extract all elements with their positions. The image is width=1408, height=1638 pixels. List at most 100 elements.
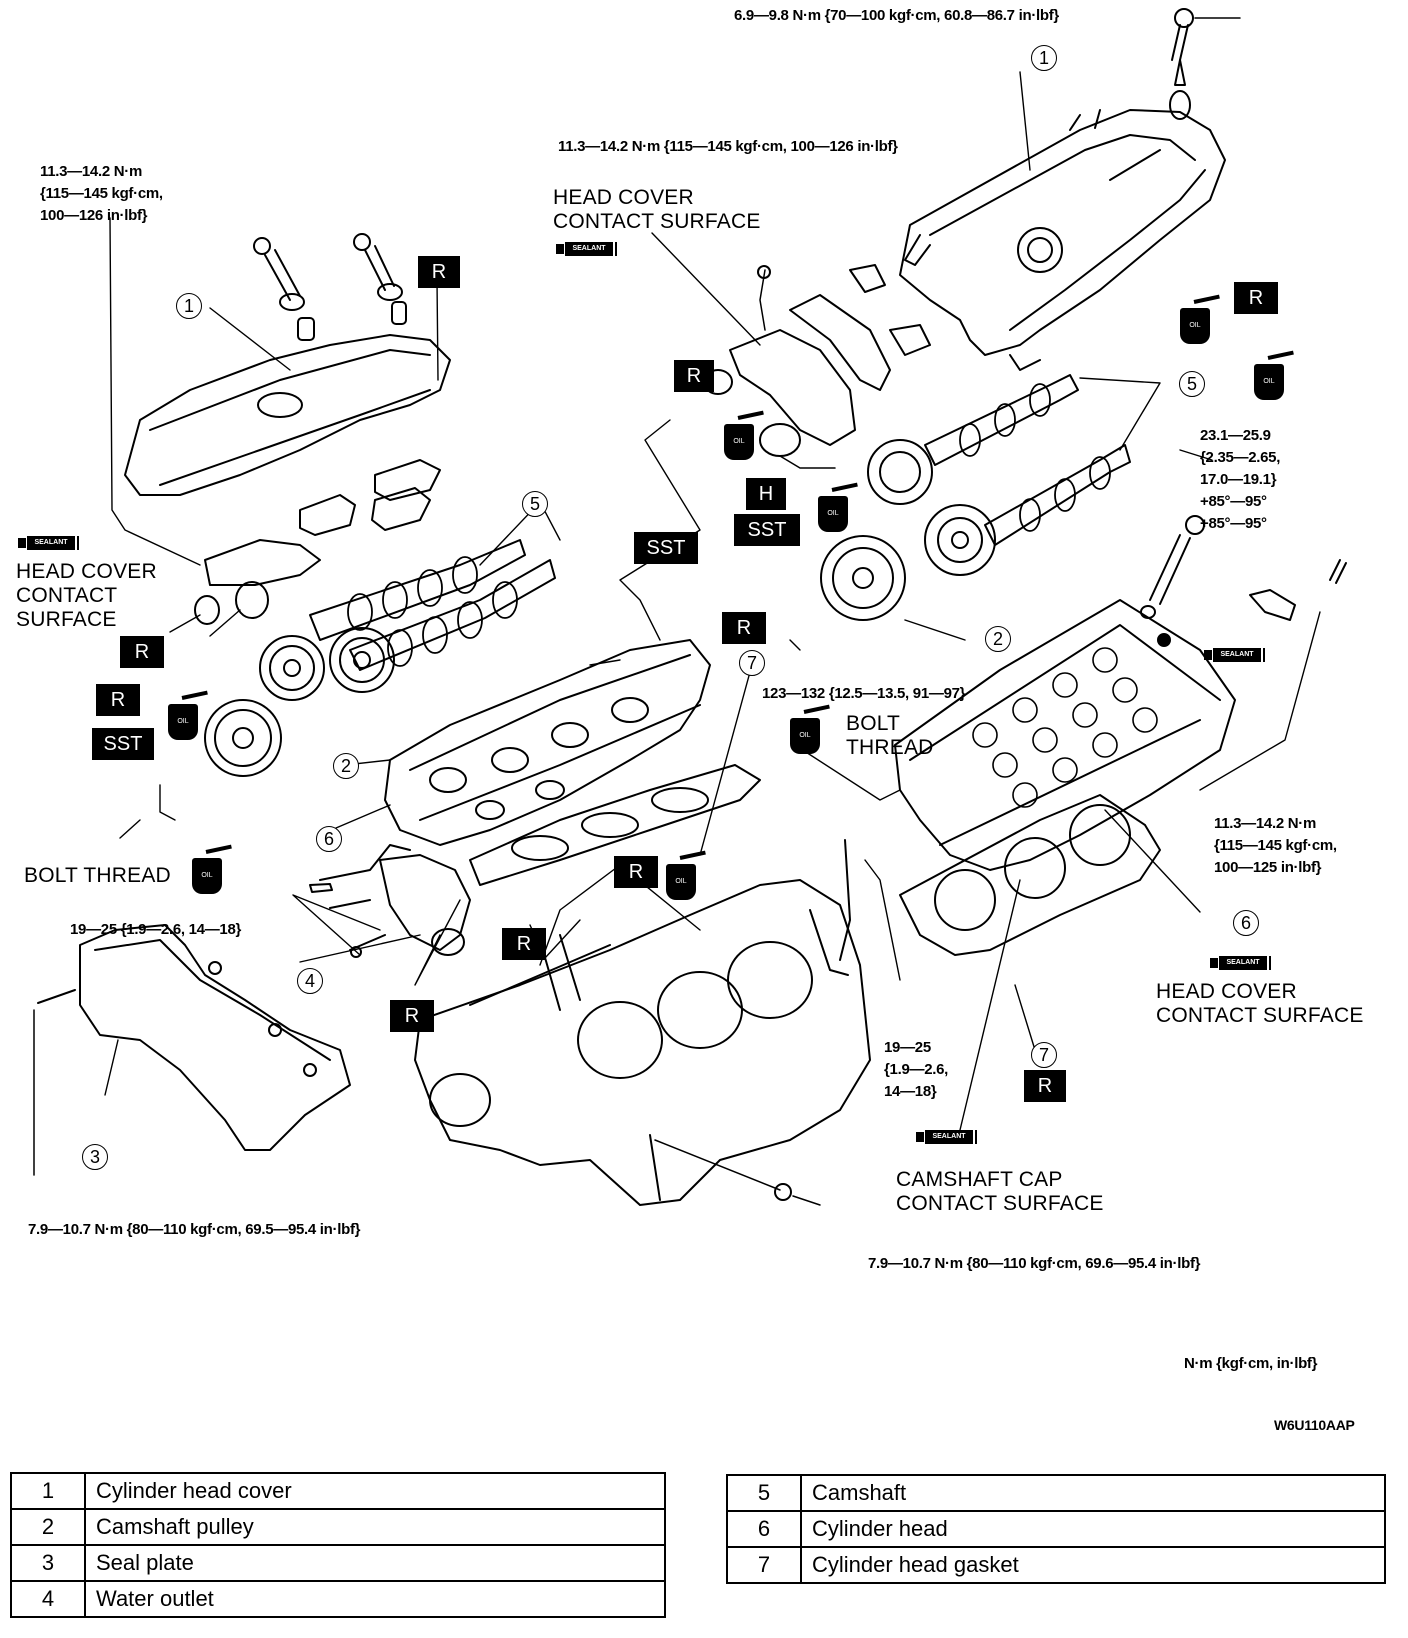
leader-lines (104, 71, 1321, 1131)
note-head-cover-contact-1: HEAD COVER (553, 186, 694, 209)
legend-label: Water outlet (84, 1580, 666, 1618)
note-right-contact-2: CONTACT SURFACE (1156, 1004, 1364, 1027)
legend-number: 1 (10, 1472, 86, 1510)
replace-tag: R (120, 636, 164, 668)
sealant-icon: SEALANT (556, 242, 620, 256)
torque-head-cover-center: 11.3—14.2 N·m {115—145 kgf·cm, 100—126 i… (558, 138, 898, 155)
replace-tag: R (502, 928, 546, 960)
right-cylinder-head (894, 599, 1236, 871)
right-cylinder-head-cover (899, 8, 1241, 371)
note-right-contact-1: HEAD COVER (1156, 980, 1297, 1003)
legend-label: Camshaft (800, 1474, 1386, 1512)
torque-right-side-2: {115—145 kgf·cm, (1214, 837, 1337, 854)
legend-number: 7 (726, 1546, 802, 1584)
callout-5: 5 (522, 491, 548, 517)
oil-icon: OIL (192, 844, 232, 894)
oil-icon: OIL (724, 410, 764, 460)
right-camshafts (820, 374, 1347, 621)
replace-tag: R (674, 360, 714, 392)
replace-tag: R (722, 612, 766, 644)
torque-top-bolt: 6.9—9.8 N·m {70—100 kgf·cm, 60.8—86.7 in… (734, 7, 1059, 24)
replace-tag: R (96, 684, 140, 716)
legend-label: Cylinder head cover (84, 1472, 666, 1510)
oil-icon: OIL (1180, 294, 1220, 344)
h-tag: H (746, 478, 786, 510)
note-left-contact-3: SURFACE (16, 608, 117, 631)
sealant-icon: SEALANT (1204, 648, 1268, 662)
sealant-icon: SEALANT (916, 1130, 980, 1144)
left-cylinder-head (384, 639, 711, 846)
sst-tag: SST (634, 532, 698, 564)
sealant-icon: SEALANT (1210, 956, 1274, 970)
note-left-contact-1: HEAD COVER (16, 560, 157, 583)
legend-number: 5 (726, 1474, 802, 1512)
callout-2: 2 (333, 753, 359, 779)
callout-6: 6 (316, 826, 342, 852)
replace-tag: R (390, 1000, 434, 1032)
legend-number: 2 (10, 1508, 86, 1546)
callout-3: 3 (82, 1144, 108, 1170)
torque-bottom-right: 7.9—10.7 N·m {80—110 kgf·cm, 69.6—95.4 i… (868, 1255, 1201, 1272)
engine-block (414, 839, 871, 1206)
callout-5: 5 (1179, 371, 1205, 397)
left-camshaft-caps (204, 459, 441, 586)
callout-7: 7 (739, 650, 765, 676)
note-head-cover-contact-2: CONTACT SURFACE (553, 210, 761, 233)
note-left-contact-2: CONTACT (16, 584, 118, 607)
torque-cam-cap-3: 17.0—19.1} (1200, 471, 1277, 488)
legend-number: 6 (726, 1510, 802, 1548)
torque-lower-mid-2: {1.9—2.6, (884, 1061, 949, 1078)
units-note: N·m {kgf·cm, in·lbf} (1184, 1355, 1318, 1372)
torque-cam-cap-4: +85°—95° (1200, 493, 1267, 510)
torque-lower-mid-3: 14—18} (884, 1083, 937, 1100)
torque-right-side-3: 100—125 in·lbf} (1214, 859, 1322, 876)
legend-number: 4 (10, 1580, 86, 1618)
replace-tag: R (418, 256, 460, 288)
callout-7: 7 (1031, 1042, 1057, 1068)
water-outlet (309, 844, 471, 958)
legend-label: Seal plate (84, 1544, 666, 1582)
replace-tag: R (614, 856, 658, 888)
torque-head-bolt: 123—132 {12.5—13.5, 91—97} (762, 685, 966, 702)
oil-icon: OIL (666, 850, 706, 900)
oil-icon: OIL (1254, 350, 1294, 400)
callout-1: 1 (176, 293, 202, 319)
torque-water-outlet: 19—25 {1.9—2.6, 14—18} (70, 921, 242, 938)
left-cylinder-head-cover (124, 233, 451, 496)
right-camshaft-caps (703, 264, 931, 469)
note-camshaft-cap-1: CAMSHAFT CAP (896, 1168, 1063, 1191)
legend-label: Camshaft pulley (84, 1508, 666, 1546)
seal-plate (33, 924, 351, 1176)
replace-tag: R (1024, 1070, 1066, 1102)
torque-lower-mid-1: 19—25 (884, 1039, 931, 1056)
left-camshafts (194, 539, 556, 777)
torque-cam-cap-1: 23.1—25.9 (1200, 427, 1271, 444)
oil-icon: OIL (168, 690, 208, 740)
figure-code: W6U110AAP (1274, 1417, 1355, 1433)
torque-cam-cap-2: {2.35—2.65, (1200, 449, 1281, 466)
callout-2: 2 (985, 626, 1011, 652)
torque-cam-cap-5: +85°—95° (1200, 515, 1267, 532)
sealant-icon: SEALANT (18, 536, 82, 550)
legend-number: 3 (10, 1544, 86, 1582)
torque-head-cover-left-1: 11.3—14.2 N·m (40, 163, 142, 180)
sst-tag: SST (734, 514, 800, 546)
right-cylinder-head-gasket (899, 794, 1161, 956)
callout-4: 4 (297, 968, 323, 994)
note-bolt-thread-right-1: BOLT (846, 712, 901, 735)
oil-icon: OIL (790, 704, 830, 754)
callout-6: 6 (1233, 910, 1259, 936)
callout-1: 1 (1031, 45, 1057, 71)
replace-tag: R (1234, 282, 1278, 314)
torque-head-cover-left-2: {115—145 kgf·cm, (40, 185, 163, 202)
sst-tag: SST (92, 728, 154, 760)
